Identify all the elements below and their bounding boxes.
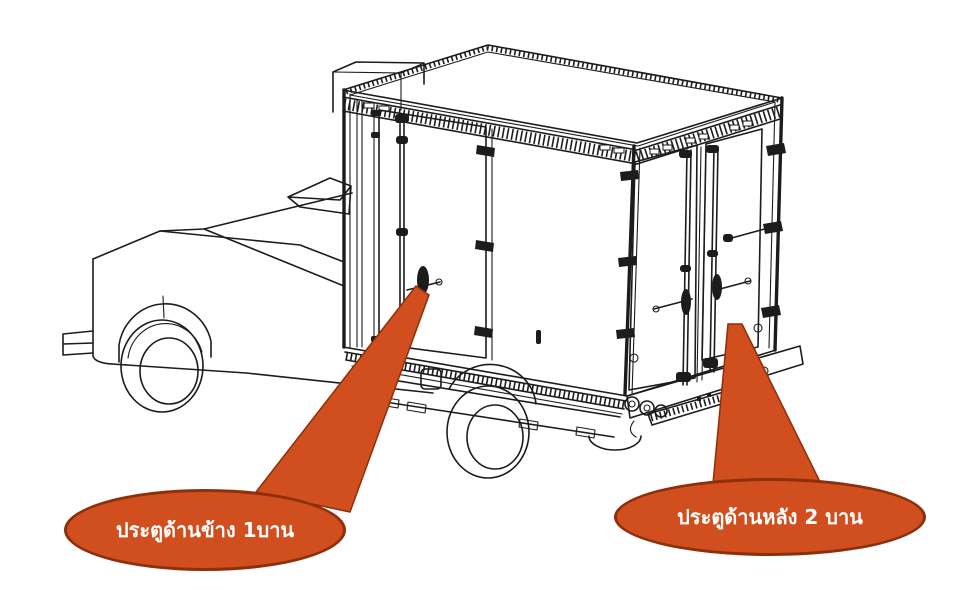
side-fascia-lines (342, 96, 638, 165)
roof-front-band (345, 45, 488, 95)
rod-guide (680, 265, 691, 272)
corner-post-near (623, 144, 636, 396)
door-stop (629, 353, 639, 363)
panel-latch-mark (536, 330, 541, 344)
front-bumper (62, 330, 94, 356)
rear-door-callout-tail (711, 323, 828, 495)
skirt-slot (518, 418, 539, 431)
front-wheel (120, 319, 204, 413)
roof-right-band (486, 45, 780, 103)
rear-rim (466, 404, 524, 470)
front-tire (120, 319, 204, 413)
callout-side-door: ประตูด้านข้าง 1บาน (64, 489, 346, 571)
rear-hinge-left-post (620, 170, 639, 181)
fascia-slot (649, 148, 660, 155)
door-stop (753, 323, 763, 333)
step-bracket (420, 368, 442, 390)
handle-end (435, 278, 443, 286)
skirt-slot (575, 426, 596, 439)
side-front-channel (356, 98, 363, 348)
hood-crease (159, 230, 345, 263)
fascia-slot (742, 120, 753, 127)
rear-hinge-left-post (616, 328, 635, 339)
rear-hinge-right-post (763, 221, 783, 234)
channel-nub (371, 110, 380, 116)
step-plate-hatch (650, 390, 736, 422)
fascia-slot (363, 102, 375, 109)
deflector-outline (332, 61, 425, 113)
cargo-box (342, 44, 784, 397)
rear-hinge-left-post (618, 256, 637, 267)
skirt-slot (406, 401, 427, 414)
rear-left-handle-bar (653, 298, 693, 310)
rear-right-door (629, 128, 786, 383)
rear-right-door-outline (701, 128, 763, 361)
rear-fender-lip (448, 363, 537, 405)
rear-left-door (616, 144, 698, 391)
rear-wheel (446, 385, 642, 479)
rod-keeper (706, 145, 719, 153)
rod-keeper (676, 372, 691, 382)
rear-right-handle-pivot (712, 274, 722, 300)
callout-side-door-label: ประตูด้านข้าง 1บาน (115, 518, 295, 542)
cab-roofline (92, 192, 353, 260)
rear-left-door-outline (628, 144, 698, 391)
fascia-slot (613, 147, 625, 154)
rear-hinge-right-post (761, 305, 781, 318)
truck-cab (62, 192, 434, 394)
fascia-slot (729, 124, 740, 131)
rod-guide (396, 228, 408, 236)
callout-rear-door-label: ประตูด้านหลัง 2 บาน (677, 505, 863, 529)
tail-lamp (624, 396, 640, 412)
side-door-hinge (476, 145, 495, 157)
fascia-slot (698, 133, 709, 140)
far-side-wheel (588, 435, 642, 451)
front-rim (139, 337, 199, 405)
fascia-slot (685, 137, 696, 144)
rear-tire (446, 385, 530, 479)
fender-seam (162, 295, 165, 319)
callout-rear-door: ประตูด้านหลัง 2 บาน (614, 478, 926, 556)
side-door-handle-bar (406, 281, 441, 291)
rod-keeper (396, 136, 408, 144)
rod-guide (707, 250, 718, 257)
cab-front-face (92, 258, 113, 365)
rod-keeper (679, 150, 692, 158)
tail-lamp-inner (643, 404, 651, 412)
channel-nub (371, 132, 380, 138)
side-door-outline (378, 109, 487, 359)
side-door-hinge (474, 326, 493, 338)
handle-end (652, 305, 660, 313)
side-door-callout-tail (254, 284, 430, 513)
rod-keeper (395, 114, 409, 123)
tow-hook (629, 420, 637, 438)
callout-tails (254, 284, 828, 513)
bolt (707, 393, 711, 397)
tail-lamp (639, 400, 655, 416)
rear-fascia-lines (636, 104, 781, 165)
rear-hinge-right-post (766, 143, 786, 156)
fascia-slot (599, 144, 611, 151)
rod-keeper (703, 358, 718, 368)
side-door-hinge (475, 240, 494, 252)
rear-left-handle-pivot (681, 289, 691, 315)
rear-right-lock-rod (709, 146, 719, 373)
door-holder-end (723, 234, 733, 242)
handle-end (744, 277, 752, 285)
tail-lamp-inner (628, 400, 636, 408)
fascia-slot (662, 144, 673, 151)
